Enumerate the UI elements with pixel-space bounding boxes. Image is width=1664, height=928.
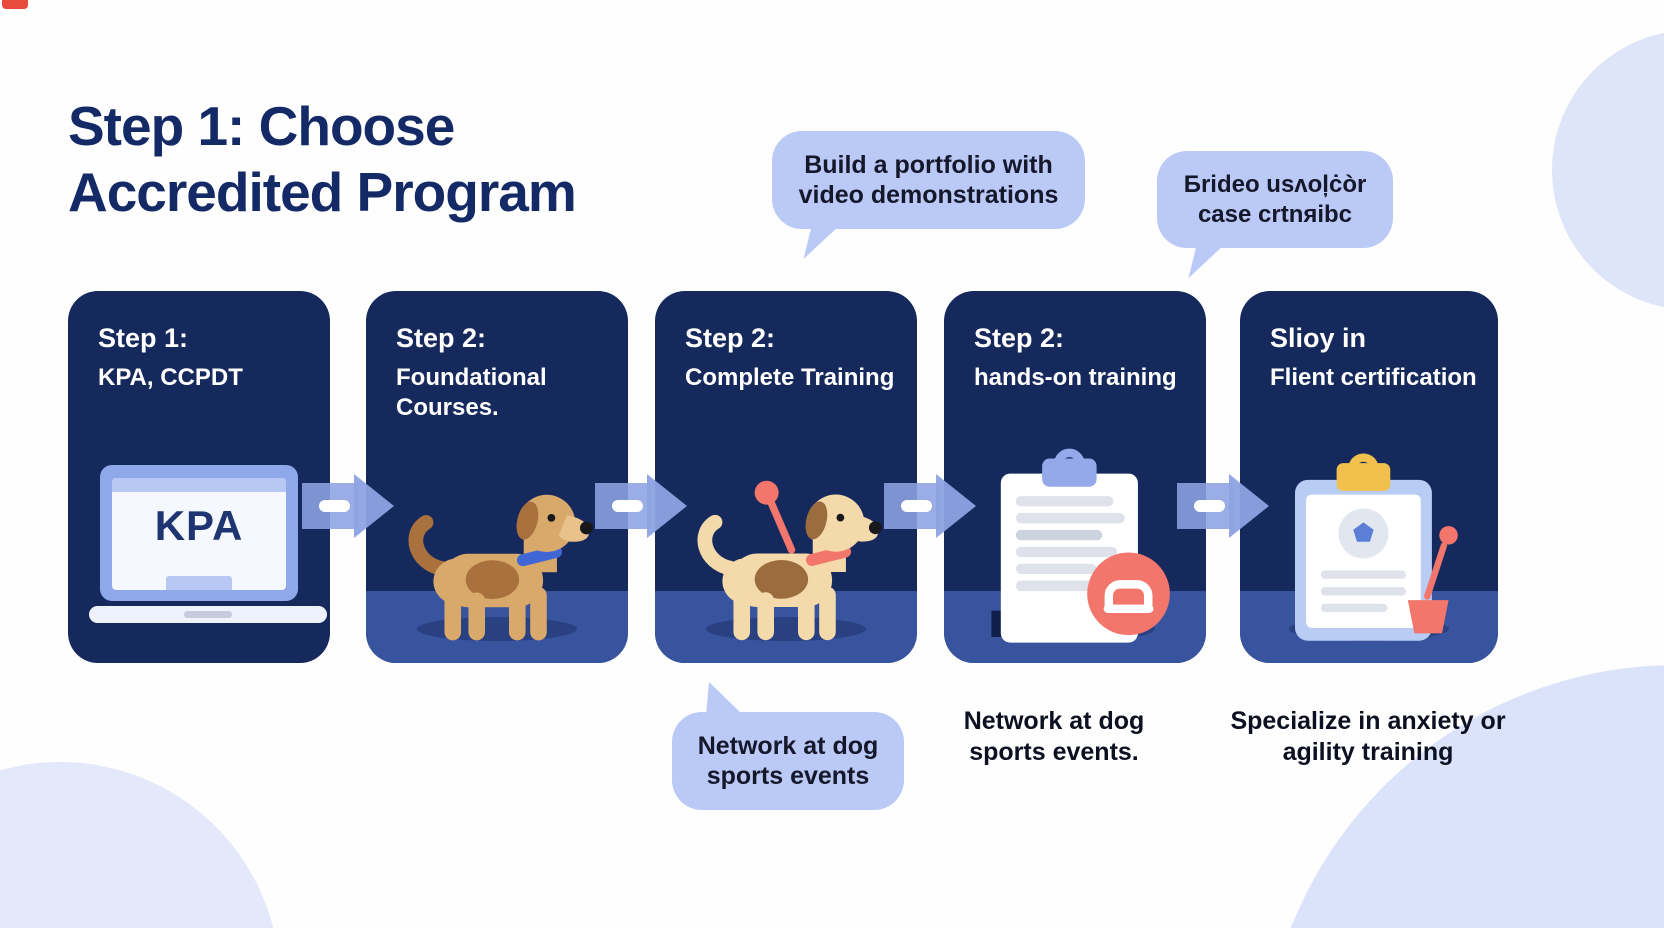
arrow-right-icon (884, 474, 976, 538)
laptop-kpa-label: KPA (154, 502, 244, 549)
decor-blob-top-right (1552, 30, 1664, 310)
certificate-clipboard-icon (1258, 439, 1480, 657)
card-3-step-label: Step 2: (685, 323, 776, 353)
clipboard-badge-icon (967, 436, 1183, 657)
caption-specialize: Specialize in anxiety or agility trainin… (1230, 707, 1506, 766)
card-2-step-label: Step 2: (396, 323, 487, 353)
card-1-step-label: Step 1: (98, 323, 189, 353)
decor-blob-bottom-left (0, 762, 280, 928)
speech-bubble-network: Network at dog sports events (672, 682, 904, 810)
arrow-right-icon (595, 474, 687, 538)
caption-network-events: Network at dog sports events. (963, 707, 1145, 766)
card-1-subtitle: KPA, CCPDT (98, 364, 243, 391)
arrow-right-icon (1177, 474, 1269, 538)
speech-bubble-garbled-line2: case crtnяibc (1197, 200, 1353, 228)
laptop-icon: KPA (89, 465, 327, 623)
step-card-3: Step 2: Complete Training (655, 291, 917, 663)
card-2-subtitle: Foundational Courses. (396, 364, 547, 421)
speech-bubble-portfolio: Build a portfolio with video demonstrati… (772, 131, 1085, 259)
card-4-step-label: Step 2: (974, 323, 1065, 353)
card-4-subtitle: hands-on training (974, 364, 1177, 391)
speech-bubble-portfolio-text: Build a portfolio with video demonstrati… (798, 150, 1059, 210)
card-5-subtitle: Flient certification (1270, 364, 1477, 391)
step-card-2: Step 2: Foundational Courses. (366, 291, 628, 663)
decor-blob-bottom-right (1262, 665, 1664, 928)
speech-bubble-network-text: Network at dog sports events (697, 731, 879, 791)
dog-blue-collar-icon (391, 480, 603, 651)
card-5-step-label: Slioy in (1270, 323, 1367, 353)
icon-shadow (417, 617, 577, 641)
step-card-4: Step 2: hands-on training (944, 291, 1206, 663)
speech-bubble-garbled-line1: Бrideo usʌoļċòr (1183, 171, 1367, 199)
card-3-subtitle: Complete Training (685, 364, 895, 391)
step-card-1: Step 1: KPA, CCPDT KPA (68, 291, 330, 663)
bubble-tail-icon (1188, 244, 1225, 278)
page-title: Step 1: Choose Accredited Program (68, 94, 577, 223)
dog-target-stick-icon (680, 474, 892, 651)
laptop-base (89, 606, 327, 623)
arrow-right-icon (302, 474, 394, 538)
icon-shadow (706, 617, 866, 641)
speech-bubble-garbled: Бrideo usʌoļċòr case crtnяibc (1157, 151, 1393, 278)
laptop-browser-bar (112, 478, 286, 492)
decorative-red-mark (2, 0, 28, 9)
laptop-screen: KPA (100, 465, 298, 601)
bubble-tail-icon (706, 682, 744, 716)
bubble-tail-icon (803, 225, 840, 259)
step-card-5: Slioy in Flient certification (1240, 291, 1498, 663)
